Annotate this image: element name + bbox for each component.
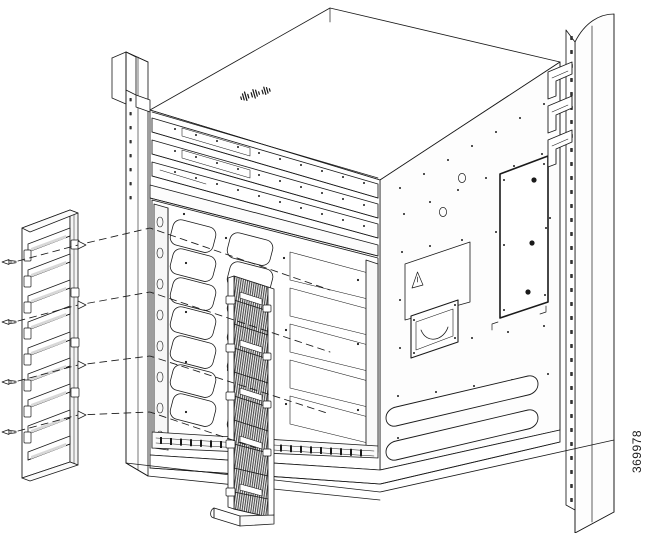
chassis-interior-fasteners (182, 212, 360, 414)
chassis-access-panel (499, 155, 549, 319)
chassis-mid-beam (149, 184, 379, 257)
warning-triangle-icon (411, 271, 424, 289)
cable-guide-panel-windows (239, 291, 263, 497)
chassis-interior-post (365, 259, 379, 453)
chassis-top-shelf-plates (151, 117, 379, 239)
chassis-side-corner-marks (491, 305, 547, 331)
chassis-shelf-perforations (174, 128, 365, 227)
chassis-card-slot-column-a (169, 219, 217, 427)
cable-bracket-mounting-ears (70, 239, 80, 398)
chassis-top-left-bracket (111, 51, 151, 113)
chassis-warning-label-plate (404, 241, 471, 321)
rack-top-rail (111, 51, 137, 96)
cable-guide-panel-segments (233, 299, 269, 500)
chassis-top-edges (151, 7, 561, 431)
chassis-side-handle (410, 299, 459, 359)
cable-bracket-hooks (23, 249, 32, 444)
rack-mounting-brackets (547, 61, 573, 168)
cable-guide-panel-tabs (225, 295, 272, 497)
figure-number: 369978 (630, 429, 644, 473)
assembly-alignment-lines (17, 227, 331, 449)
chassis-left-rail-strip (153, 203, 169, 451)
cable-bracket-rung-shading (31, 235, 66, 459)
alignment-arrowheads (77, 240, 87, 420)
rack-right-post (565, 13, 615, 533)
chassis-bottom-callout-line (574, 439, 615, 533)
cisco-logo (240, 86, 271, 102)
cable-guide-panel-foot (210, 507, 275, 527)
mounting-screws (1, 259, 17, 435)
chassis-bottom-rails (385, 375, 539, 461)
